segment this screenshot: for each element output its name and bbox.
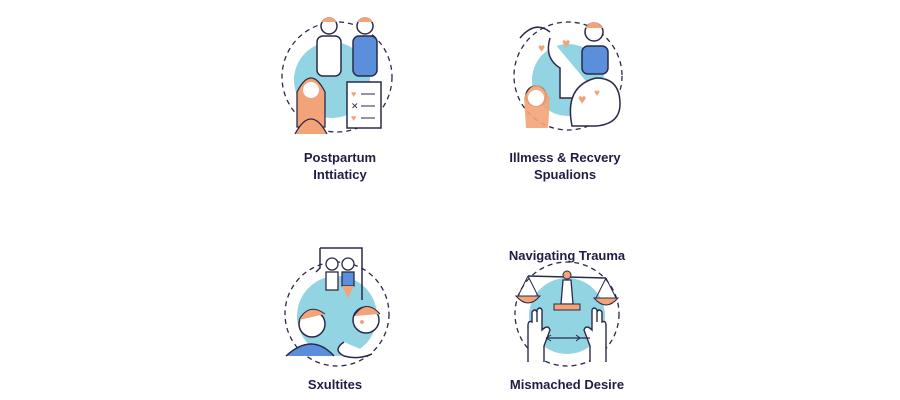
item-title-illness-recovery: Illmess & Recvery Spualions (455, 149, 675, 183)
scales-hands-icon (514, 261, 620, 367)
svg-text:♥: ♥ (351, 113, 356, 123)
title-line: Sxultites (307, 377, 363, 392)
svg-text:♥: ♥ (351, 89, 356, 99)
svg-text:♥: ♥ (594, 88, 600, 99)
couple-conversation-icon (284, 247, 390, 367)
family-baby-checklist-icon: ♥ ✕ ♥ (281, 17, 393, 135)
hearts-head-profile-icon: ♥ ♥ ♥ ♥ (513, 21, 623, 131)
svg-text:✕: ✕ (351, 101, 359, 111)
item-title-sxultites: Sxultites (225, 376, 445, 393)
title-line: Postpartum (303, 150, 377, 165)
title-line: Illmess & Recvery (509, 150, 621, 165)
svg-text:♥: ♥ (578, 91, 586, 107)
title-line: Spualions (533, 167, 597, 182)
item-title-postpartum: Postpartum Inttiaticy (230, 149, 450, 183)
title-line: Mismached Desire (509, 377, 625, 392)
svg-text:♥: ♥ (538, 41, 545, 55)
item-title-mismatched-desire: Mismached Desire (457, 376, 677, 393)
item-title-navigating-trauma: Navigating Trauma (508, 248, 626, 263)
title-line: Inttiaticy (313, 167, 367, 182)
svg-text:♥: ♥ (562, 35, 570, 51)
